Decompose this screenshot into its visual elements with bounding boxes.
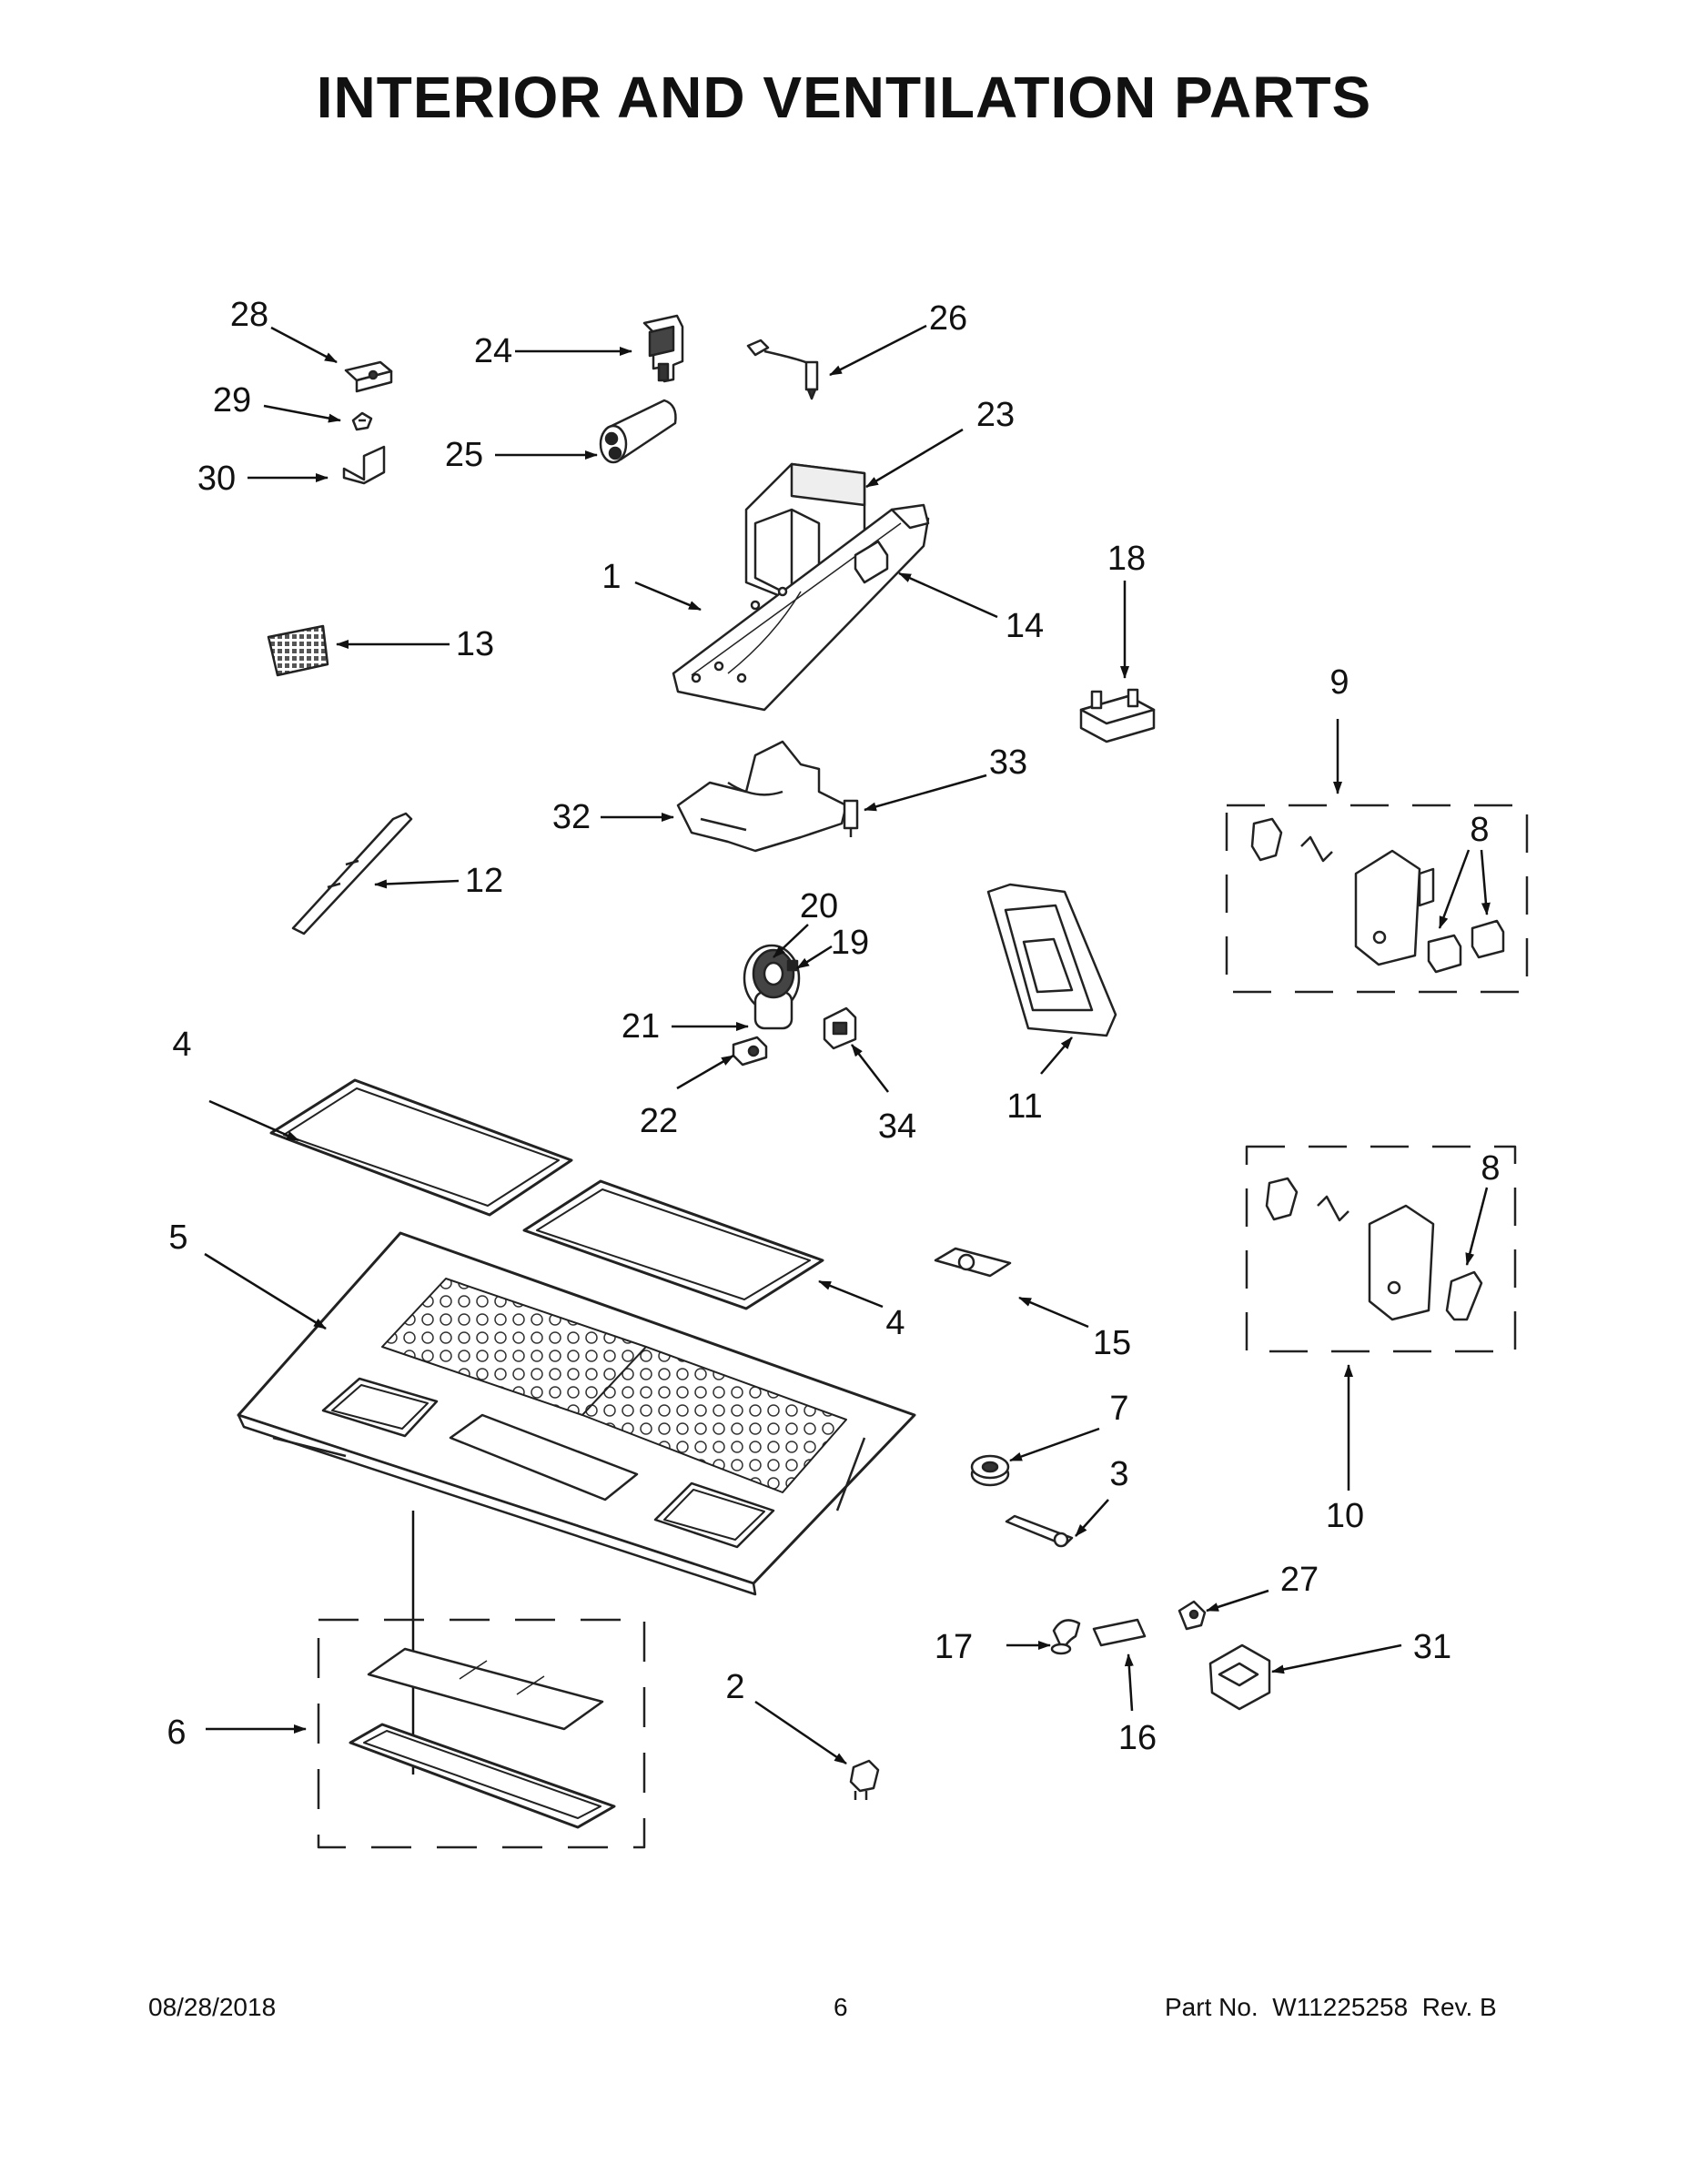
callout-4-right: 4 bbox=[885, 1304, 905, 1342]
callout-22: 22 bbox=[640, 1102, 678, 1140]
part-4-filter-left bbox=[269, 1078, 573, 1217]
callout-9: 9 bbox=[1329, 663, 1349, 702]
callout-4-left: 4 bbox=[172, 1026, 191, 1064]
callout-23: 23 bbox=[976, 396, 1015, 434]
callout-18: 18 bbox=[1107, 540, 1146, 578]
part-15-bracket-plate bbox=[934, 1247, 1012, 1278]
callout-32: 32 bbox=[552, 798, 591, 836]
part-24-fuse-holder bbox=[642, 314, 684, 383]
callout-19: 19 bbox=[831, 924, 869, 962]
callout-14: 14 bbox=[1006, 607, 1044, 645]
part-22-bracket bbox=[732, 1036, 768, 1067]
callout-2: 2 bbox=[725, 1668, 744, 1706]
part-number: W11225258 bbox=[1272, 1993, 1409, 2021]
footer-page-number: 6 bbox=[834, 1993, 848, 2021]
callout-7: 7 bbox=[1109, 1390, 1128, 1428]
callout-21: 21 bbox=[622, 1007, 660, 1046]
part-13-grille bbox=[267, 624, 329, 677]
callout-29: 29 bbox=[213, 381, 251, 420]
part-6-charcoal-filter bbox=[317, 1618, 646, 1849]
callout-11: 11 bbox=[1006, 1087, 1042, 1126]
part-4-filter-right bbox=[522, 1179, 824, 1310]
part-8-switch-b bbox=[1471, 919, 1505, 959]
callout-13: 13 bbox=[456, 625, 494, 663]
part-8-switch-a bbox=[1427, 934, 1462, 974]
callout-30: 30 bbox=[197, 460, 236, 498]
part-34-switch bbox=[823, 1006, 857, 1050]
part-8-switch-c bbox=[1445, 1270, 1483, 1321]
part-30-bracket bbox=[342, 445, 386, 485]
leader-arrows bbox=[204, 324, 1491, 1765]
part-12-rail bbox=[291, 812, 413, 935]
part-3-latch bbox=[1005, 1514, 1074, 1548]
page-title: INTERIOR AND VENTILATION PARTS bbox=[316, 65, 1372, 130]
footer-date: 08/28/2018 bbox=[148, 1993, 277, 2021]
part-7-roller bbox=[970, 1454, 1010, 1487]
part-19-fan-hub bbox=[786, 959, 799, 972]
part-26-wire-lead bbox=[746, 339, 819, 400]
revision: Rev. B bbox=[1421, 1993, 1497, 2021]
callout-28: 28 bbox=[230, 296, 268, 334]
part-25-capacitor bbox=[599, 399, 677, 464]
callout-12: 12 bbox=[465, 862, 503, 900]
footer-part-info: Part No. W11225258 Rev. B bbox=[1165, 1993, 1497, 2022]
callout-33: 33 bbox=[989, 743, 1027, 782]
part-28-bracket bbox=[344, 360, 393, 393]
callout-10: 10 bbox=[1326, 1497, 1364, 1535]
part-31-bracket bbox=[1208, 1643, 1271, 1711]
callout-6: 6 bbox=[167, 1714, 186, 1752]
callout-8-top: 8 bbox=[1470, 811, 1489, 849]
callout-3: 3 bbox=[1109, 1455, 1128, 1493]
callout-34: 34 bbox=[878, 1107, 916, 1146]
part-16-strip bbox=[1092, 1618, 1147, 1647]
callout-26: 26 bbox=[929, 299, 967, 338]
part-29-clip bbox=[351, 411, 373, 431]
part-14-connector bbox=[854, 540, 889, 584]
callout-25: 25 bbox=[445, 436, 483, 474]
callout-5: 5 bbox=[168, 1218, 187, 1257]
part-11-panel bbox=[986, 883, 1117, 1037]
callout-27: 27 bbox=[1280, 1561, 1319, 1599]
part-5-bottom-plate bbox=[237, 1231, 916, 1596]
part-10-interlock-assembly bbox=[1245, 1145, 1517, 1353]
callout-20: 20 bbox=[800, 887, 838, 925]
callout-24: 24 bbox=[474, 332, 512, 370]
callout-31: 31 bbox=[1413, 1628, 1451, 1666]
part-32-air-duct bbox=[676, 740, 848, 853]
callout-1: 1 bbox=[601, 558, 621, 596]
callout-17: 17 bbox=[935, 1628, 973, 1666]
part-17-hose bbox=[1050, 1619, 1081, 1655]
callout-8-lower: 8 bbox=[1481, 1149, 1500, 1188]
callout-15: 15 bbox=[1093, 1324, 1131, 1362]
part-9-interlock-assembly bbox=[1225, 804, 1529, 994]
callout-16: 16 bbox=[1118, 1719, 1157, 1757]
part-label: Part No. bbox=[1165, 1993, 1258, 2021]
part-33-sensor bbox=[843, 799, 859, 837]
part-2-lamp-socket bbox=[849, 1759, 880, 1800]
part-27-connector bbox=[1178, 1600, 1207, 1631]
part-18-fuse-block bbox=[1079, 688, 1156, 743]
